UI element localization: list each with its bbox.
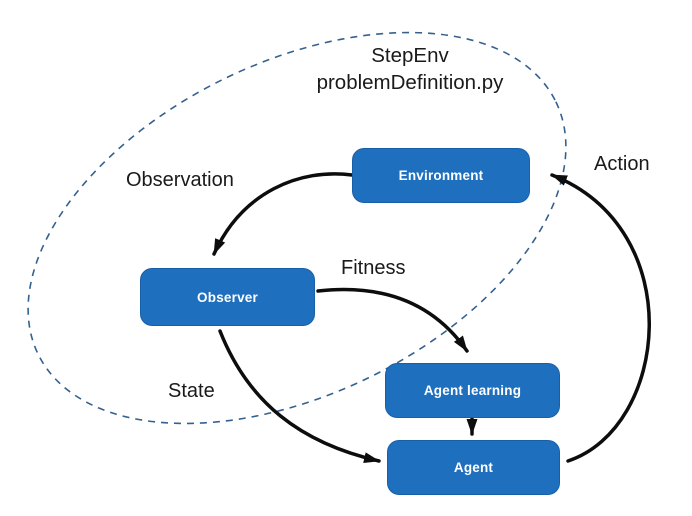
- diagram-title-line1: StepEnv: [371, 44, 449, 67]
- state-edge-label: State: [168, 380, 215, 402]
- state-arrow: [218, 329, 381, 464]
- node-agent-learning-label: Agent learning: [423, 383, 522, 398]
- diagram-title: StepEnv problemDefinition.py: [248, 42, 572, 96]
- diagram-title-line2: problemDefinition.py: [316, 71, 504, 94]
- fitness-arrow: [316, 287, 469, 353]
- node-agent-learning: Agent learning: [385, 363, 560, 418]
- node-observer-label: Observer: [197, 289, 258, 305]
- fitness-edge-label: Fitness: [341, 257, 406, 279]
- node-environment: Environment: [352, 148, 530, 203]
- observation-edge-label: Observation: [126, 169, 234, 191]
- node-agent: Agent: [387, 440, 560, 495]
- node-observer: Observer: [140, 268, 315, 326]
- observation-arrow: [212, 172, 354, 256]
- action-arrow: [550, 173, 651, 463]
- node-environment-label: Environment: [398, 168, 484, 183]
- action-edge-label: Action: [594, 153, 650, 175]
- node-agent-label: Agent: [453, 460, 494, 475]
